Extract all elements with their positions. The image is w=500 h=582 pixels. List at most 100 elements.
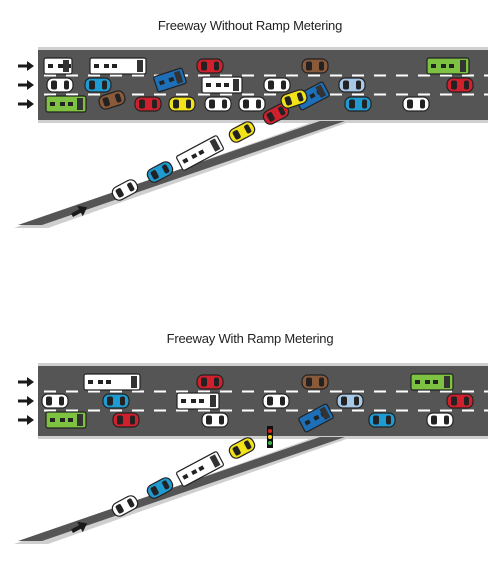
traffic-flow-arrow-icon <box>18 377 34 387</box>
lane-marking <box>484 74 496 77</box>
car <box>262 103 290 125</box>
lane-marking <box>110 74 122 77</box>
lane-marking <box>374 409 386 412</box>
car <box>46 77 74 93</box>
lane-marking <box>418 74 430 77</box>
lane-marking <box>462 74 474 77</box>
lane-marking <box>66 409 78 412</box>
car <box>134 96 162 112</box>
lane-marking <box>176 93 188 96</box>
on-ramp-road <box>18 437 345 541</box>
car <box>146 161 174 183</box>
freeway-shoulder <box>38 120 488 123</box>
lane-marking <box>440 409 452 412</box>
lane-marking <box>330 390 342 393</box>
lane-marking <box>132 409 144 412</box>
car <box>446 77 474 93</box>
car <box>168 96 196 112</box>
lane-marking <box>462 93 474 96</box>
traffic-flow-arrow-icon <box>18 415 34 425</box>
lane-marking <box>484 93 496 96</box>
car <box>196 374 224 390</box>
lane-marking <box>308 74 320 77</box>
car <box>301 374 329 390</box>
car <box>111 179 139 201</box>
lane-marking <box>418 390 430 393</box>
car <box>368 412 396 428</box>
truck <box>45 95 87 113</box>
lane-marking <box>242 390 254 393</box>
lane-marking <box>242 74 254 77</box>
lane-marking <box>330 409 342 412</box>
lane-marking <box>88 74 100 77</box>
lane-marking <box>462 409 474 412</box>
on-ramp-road <box>18 121 345 225</box>
lane-marking <box>198 93 210 96</box>
lane-marking <box>440 390 452 393</box>
lane-marking <box>44 93 56 96</box>
lane-marking <box>286 74 298 77</box>
lane-marking <box>462 390 474 393</box>
ramp-meter-signal-icon <box>267 426 273 448</box>
car <box>196 58 224 74</box>
car <box>301 58 329 74</box>
truck <box>201 76 243 94</box>
lane-marking <box>330 93 342 96</box>
car <box>228 121 256 143</box>
traffic-flow-arrow-icon <box>18 61 34 71</box>
lane-marking <box>220 390 232 393</box>
lane-marking <box>198 74 210 77</box>
car <box>280 89 308 109</box>
lane-marking <box>440 93 452 96</box>
lane-marking <box>374 390 386 393</box>
car <box>146 477 174 499</box>
ramp-direction-arrow-icon <box>71 521 88 533</box>
truck <box>176 451 224 487</box>
lane-marking <box>176 409 188 412</box>
lane-marking <box>198 390 210 393</box>
lane-marking <box>286 409 298 412</box>
panel-title-without-metering: Freeway Without Ramp Metering <box>157 18 343 33</box>
car <box>426 412 454 428</box>
lane-marking <box>44 390 56 393</box>
lane-marking <box>154 93 166 96</box>
traffic-flow-arrow-icon <box>18 99 34 109</box>
lane-marking <box>198 409 210 412</box>
lane-marking <box>264 93 276 96</box>
truck <box>410 373 454 391</box>
lane-marking <box>396 93 408 96</box>
car <box>336 393 364 409</box>
lane-marking <box>308 390 320 393</box>
lane-marking <box>264 74 276 77</box>
car <box>228 437 256 459</box>
lane-marking <box>44 74 56 77</box>
lane-marking <box>110 409 122 412</box>
car <box>238 96 266 112</box>
traffic-flow-arrow-icon <box>18 396 34 406</box>
lane-marking <box>484 409 496 412</box>
lane-marking <box>66 74 78 77</box>
panel-with-metering <box>14 363 496 544</box>
lane-marking <box>264 390 276 393</box>
lane-marking <box>374 93 386 96</box>
lane-marking <box>242 93 254 96</box>
lane-marking <box>374 74 386 77</box>
lane-marking <box>220 93 232 96</box>
lane-marking <box>132 93 144 96</box>
lane-marking <box>352 390 364 393</box>
lane-marking <box>88 409 100 412</box>
car <box>402 96 430 112</box>
car <box>111 495 139 517</box>
truck <box>89 57 147 75</box>
lane-marking <box>352 93 364 96</box>
lane-marking <box>132 74 144 77</box>
lane-marking <box>352 74 364 77</box>
car <box>84 77 112 93</box>
truck <box>298 403 334 433</box>
car <box>112 412 140 428</box>
car <box>263 77 291 93</box>
lane-marking <box>66 93 78 96</box>
lane-marking <box>418 409 430 412</box>
truck <box>176 392 220 410</box>
